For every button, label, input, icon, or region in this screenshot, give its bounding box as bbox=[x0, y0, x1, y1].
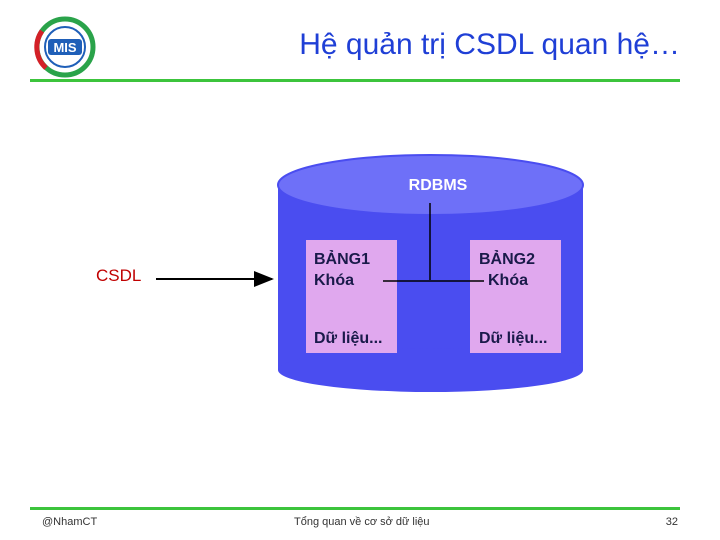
logo-text: MIS bbox=[53, 40, 76, 55]
footer-author: @NhamCT bbox=[42, 516, 98, 528]
footer-divider bbox=[30, 507, 680, 510]
table1-data: Dữ liệu... bbox=[314, 330, 382, 347]
table2-box bbox=[470, 240, 561, 353]
table1-name: BẢNG1 bbox=[314, 249, 370, 268]
mis-logo: MIS bbox=[34, 16, 96, 78]
table2-key: Khóa bbox=[488, 272, 528, 289]
page-title: Hệ quản trị CSDL quan hệ… bbox=[299, 28, 680, 61]
csdl-label: CSDL bbox=[96, 266, 142, 285]
table2-data: Dữ liệu... bbox=[479, 330, 547, 347]
footer-subject: Tổng quan về cơ sở dữ liệu bbox=[294, 516, 430, 528]
header-divider bbox=[30, 79, 680, 82]
page-number: 32 bbox=[665, 516, 678, 528]
table2-name: BẢNG2 bbox=[479, 249, 535, 268]
table1-box bbox=[306, 240, 397, 353]
table1-key: Khóa bbox=[314, 272, 354, 289]
rdbms-label: RDBMS bbox=[409, 177, 468, 194]
